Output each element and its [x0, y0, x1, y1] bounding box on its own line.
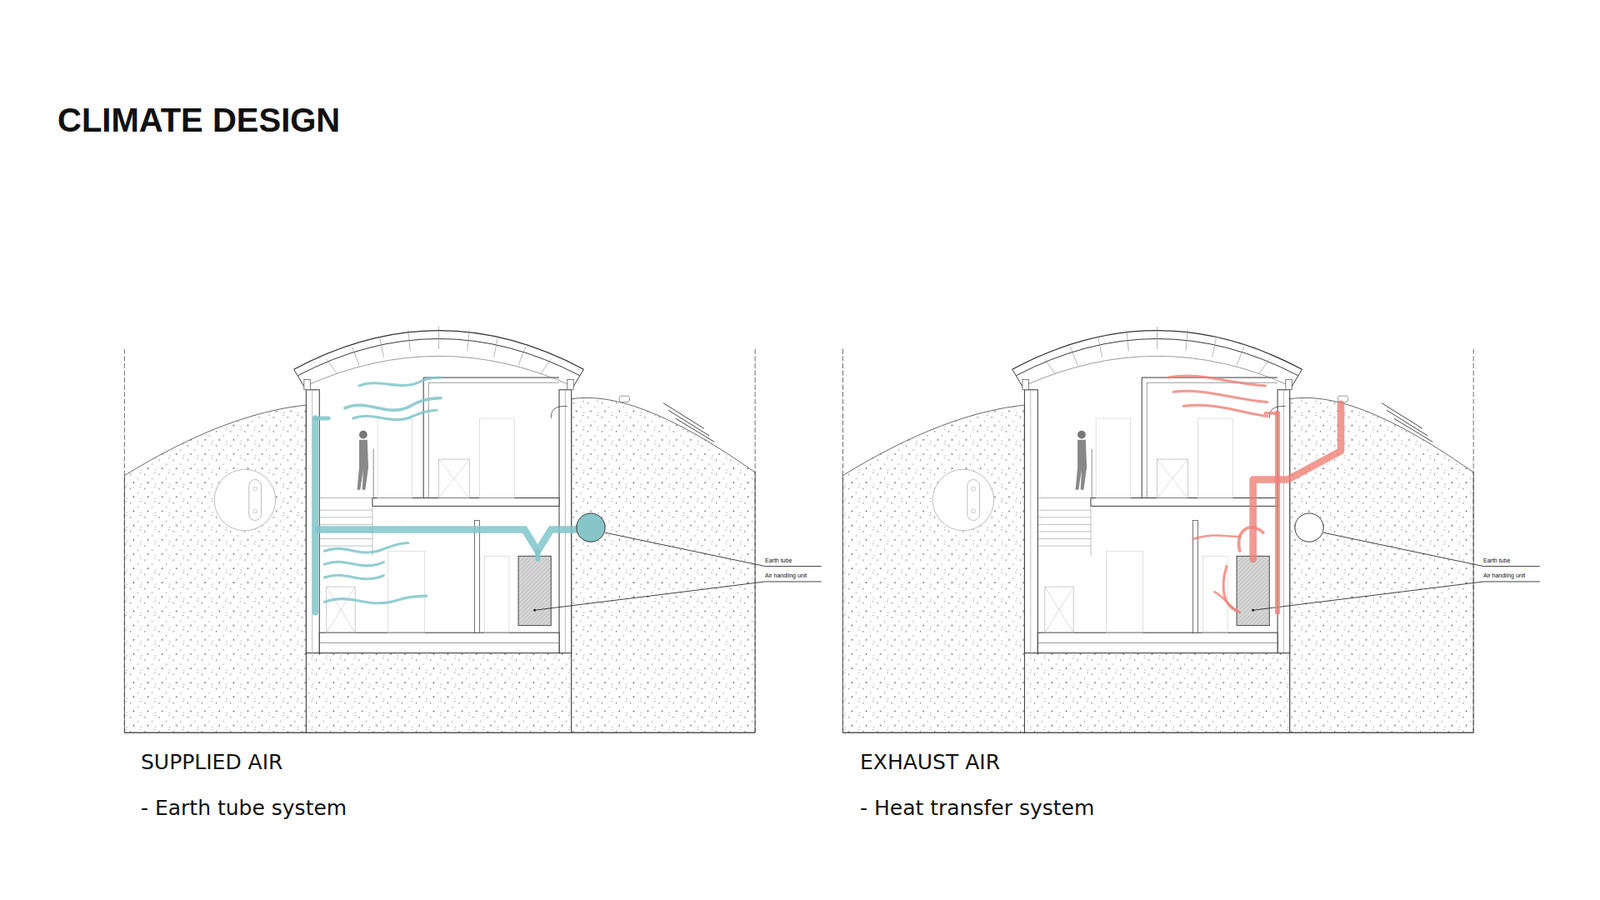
leader-label: Air handling unit [765, 572, 807, 580]
earth-tube [576, 513, 605, 542]
leader-label: Earth tube [765, 557, 792, 565]
supply-air-flow [315, 377, 578, 613]
leader-label: Air handling unit [1483, 572, 1525, 580]
exhaust-air-section [842, 326, 1540, 733]
section-subtitle: - Earth tube system [140, 795, 347, 821]
leader-label: Earth tube [1483, 557, 1510, 565]
page-title: CLIMATE DESIGN [57, 100, 340, 140]
supplied-air-section [124, 326, 821, 733]
earth-tube [1295, 513, 1324, 542]
exhaust-air-flow [1168, 375, 1341, 613]
section-heading: EXHAUST AIR [860, 750, 1000, 775]
section-subtitle: - Heat transfer system [860, 795, 1095, 821]
section-heading: SUPPLIED AIR [140, 750, 283, 775]
